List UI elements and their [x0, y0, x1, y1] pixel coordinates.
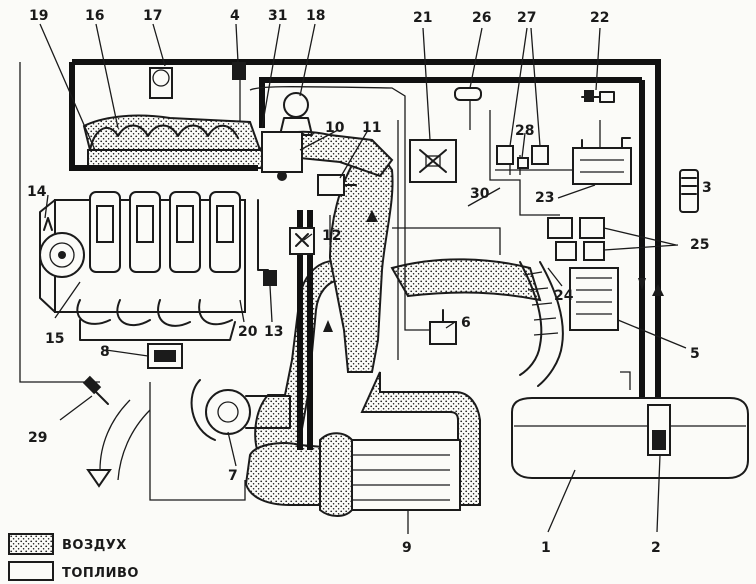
- wire-mid: [329, 215, 501, 255]
- legend-fuel-swatch: [8, 561, 54, 581]
- relay-27a: [496, 145, 514, 165]
- callout-14: 14: [27, 184, 47, 200]
- injector-1: [96, 205, 114, 243]
- regulator-6: [429, 309, 457, 345]
- callout-27: 27: [517, 10, 536, 26]
- valve-12: [289, 227, 315, 255]
- exhaust-arrow: [86, 469, 112, 488]
- arrow-up: [652, 284, 664, 296]
- connector-26: [454, 87, 482, 101]
- fuel-line-return: [259, 77, 645, 440]
- throttle-body-10: [261, 131, 303, 173]
- air-filter-9: [319, 432, 461, 517]
- arrow-down: [638, 278, 646, 290]
- callout-2: 2: [651, 540, 661, 556]
- fuel-tank-1: [511, 397, 749, 479]
- fuel-pump-2: [647, 404, 671, 456]
- injector-3: [176, 205, 194, 243]
- idle-valve-11: [317, 174, 357, 196]
- callout-25: 25: [690, 237, 709, 253]
- callout-19: 19: [29, 8, 48, 24]
- callout-3: 3: [702, 180, 712, 196]
- air-paths: [82, 114, 542, 506]
- air-duct-right: [360, 371, 481, 506]
- legend-fuel-label: ТОПЛИВО: [62, 566, 139, 581]
- arrow-air-up: [366, 210, 378, 222]
- callout-4: 4: [230, 8, 240, 24]
- throttle-spindle: [277, 171, 287, 181]
- air-meter-24: [519, 261, 564, 387]
- legend-air-label: ВОЗДУХ: [62, 538, 127, 553]
- sensor-14: [43, 217, 53, 231]
- oil-pan: [79, 319, 236, 341]
- sensor-13: [263, 270, 277, 286]
- lambda-sensor-29: [82, 375, 109, 405]
- air-hose-24: [390, 258, 542, 302]
- callout-20: 20: [238, 324, 258, 340]
- leader-lines: [39, 23, 698, 534]
- wire-tank: [620, 371, 631, 390]
- relay-27b: [531, 145, 549, 165]
- callout-26: 26: [472, 10, 491, 26]
- callout-7: 7: [228, 468, 238, 484]
- wire-bottom: [149, 382, 246, 501]
- sensor-13-lead: [257, 199, 269, 271]
- engine-block: [39, 124, 246, 341]
- cylinders: [89, 191, 241, 273]
- connectors-25: [547, 217, 605, 261]
- switch-22: [581, 90, 615, 103]
- components: [82, 62, 749, 517]
- callout-23: 23: [535, 190, 554, 206]
- fuse-28: [517, 157, 529, 169]
- exhaust-pipe: [99, 399, 151, 481]
- coil-17: [149, 67, 173, 99]
- relay-21: [409, 139, 457, 183]
- wire-to-6: [249, 86, 430, 331]
- wire-right: [469, 96, 560, 216]
- callout-6: 6: [461, 315, 471, 331]
- callout-11: 11: [362, 120, 381, 136]
- cam-lobes: [89, 124, 239, 151]
- callout-28: 28: [515, 123, 534, 139]
- callout-1: 1: [541, 540, 551, 556]
- switch-8: [147, 343, 183, 369]
- fuel-filter-3: [679, 169, 699, 213]
- battery-23: [572, 137, 632, 185]
- arrow-air-up-2: [323, 320, 333, 332]
- ecu-5: [569, 267, 619, 331]
- callout-5: 5: [690, 346, 700, 362]
- legend: ВОЗДУХ ТОПЛИВО: [8, 533, 139, 581]
- callout-10: 10: [325, 120, 345, 136]
- callout-16: 16: [85, 8, 104, 24]
- callout-8: 8: [100, 344, 110, 360]
- injector-4: [216, 205, 234, 243]
- callout-21: 21: [413, 10, 432, 26]
- air-duct-riser: [328, 138, 394, 373]
- callout-30: 30: [470, 186, 490, 202]
- callout-22: 22: [590, 10, 609, 26]
- wire-left: [19, 62, 100, 383]
- callout-29: 29: [28, 430, 47, 446]
- callout-18: 18: [306, 8, 325, 24]
- callout-12: 12: [322, 228, 341, 244]
- air-valve-cover: [82, 114, 262, 151]
- pulley-hub: [49, 242, 75, 268]
- legend-air-swatch: [8, 533, 54, 555]
- exhaust-runners: [76, 299, 233, 327]
- sensor-4: [232, 62, 246, 80]
- actuator-18: [279, 92, 313, 136]
- callout-15: 15: [45, 331, 64, 347]
- pulley-center: [58, 251, 66, 259]
- callout-9: 9: [402, 540, 412, 556]
- callout-24: 24: [554, 288, 574, 304]
- callout-13: 13: [264, 324, 283, 340]
- callout-31: 31: [268, 8, 287, 24]
- callout-labels: 19 16 17 4 31 18 21 26 27 22 10 11 28 3 …: [27, 8, 712, 556]
- callout-17: 17: [143, 8, 162, 24]
- injector-2: [136, 205, 154, 243]
